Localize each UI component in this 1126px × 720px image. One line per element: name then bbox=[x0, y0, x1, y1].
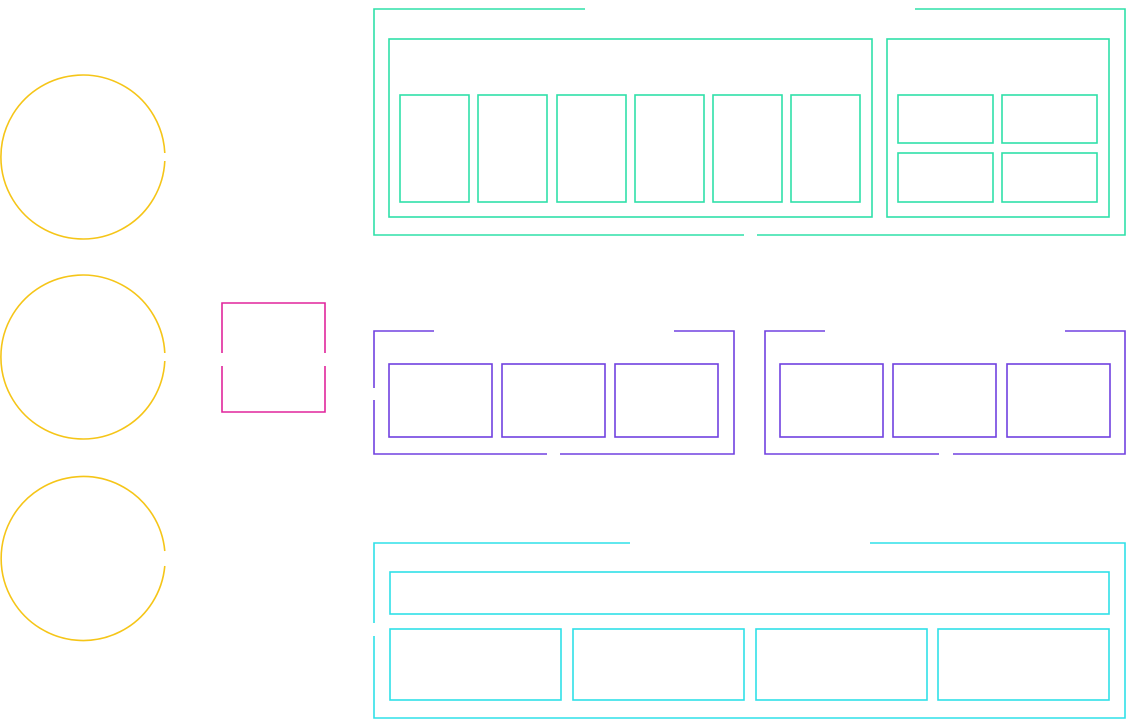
top-left-cell-2 bbox=[477, 94, 548, 203]
bottom-cell-1 bbox=[389, 628, 562, 701]
top-group-frame bbox=[373, 8, 1126, 236]
middle-group bbox=[373, 330, 1126, 455]
middle-left-cell-1 bbox=[388, 363, 493, 438]
middle-right-frame bbox=[764, 330, 1126, 455]
middle-right-cell-2 bbox=[892, 363, 997, 438]
top-right-cell-1 bbox=[897, 94, 994, 144]
top-left-panel bbox=[388, 38, 873, 218]
bottom-cell-2 bbox=[572, 628, 745, 701]
middle-left-cell-2 bbox=[501, 363, 606, 438]
bottom-group bbox=[373, 542, 1126, 719]
top-left-cell-4 bbox=[634, 94, 705, 203]
bottom-cell-3 bbox=[755, 628, 928, 701]
square-node bbox=[221, 302, 326, 413]
circle-node-3 bbox=[0, 475, 166, 642]
top-left-cell-5 bbox=[712, 94, 783, 203]
circle-node-2 bbox=[0, 274, 166, 440]
top-right-cell-2 bbox=[1001, 94, 1098, 144]
top-right-cell-3 bbox=[897, 152, 994, 203]
middle-left-frame bbox=[373, 330, 735, 455]
bottom-group-frame bbox=[373, 542, 1126, 719]
middle-right-cell-1 bbox=[779, 363, 884, 438]
top-left-cell-1 bbox=[399, 94, 470, 203]
top-group bbox=[373, 8, 1126, 236]
top-left-cell-6 bbox=[790, 94, 861, 203]
top-left-cell-3 bbox=[556, 94, 627, 203]
bottom-cell-4 bbox=[937, 628, 1110, 701]
circle-node-1 bbox=[0, 74, 166, 240]
top-right-panel bbox=[886, 38, 1110, 218]
circle-column bbox=[0, 74, 166, 642]
middle-left-cell-3 bbox=[614, 363, 719, 438]
middle-right-cell-3 bbox=[1006, 363, 1111, 438]
bottom-header-bar bbox=[389, 571, 1110, 615]
top-right-cell-4 bbox=[1001, 152, 1098, 203]
